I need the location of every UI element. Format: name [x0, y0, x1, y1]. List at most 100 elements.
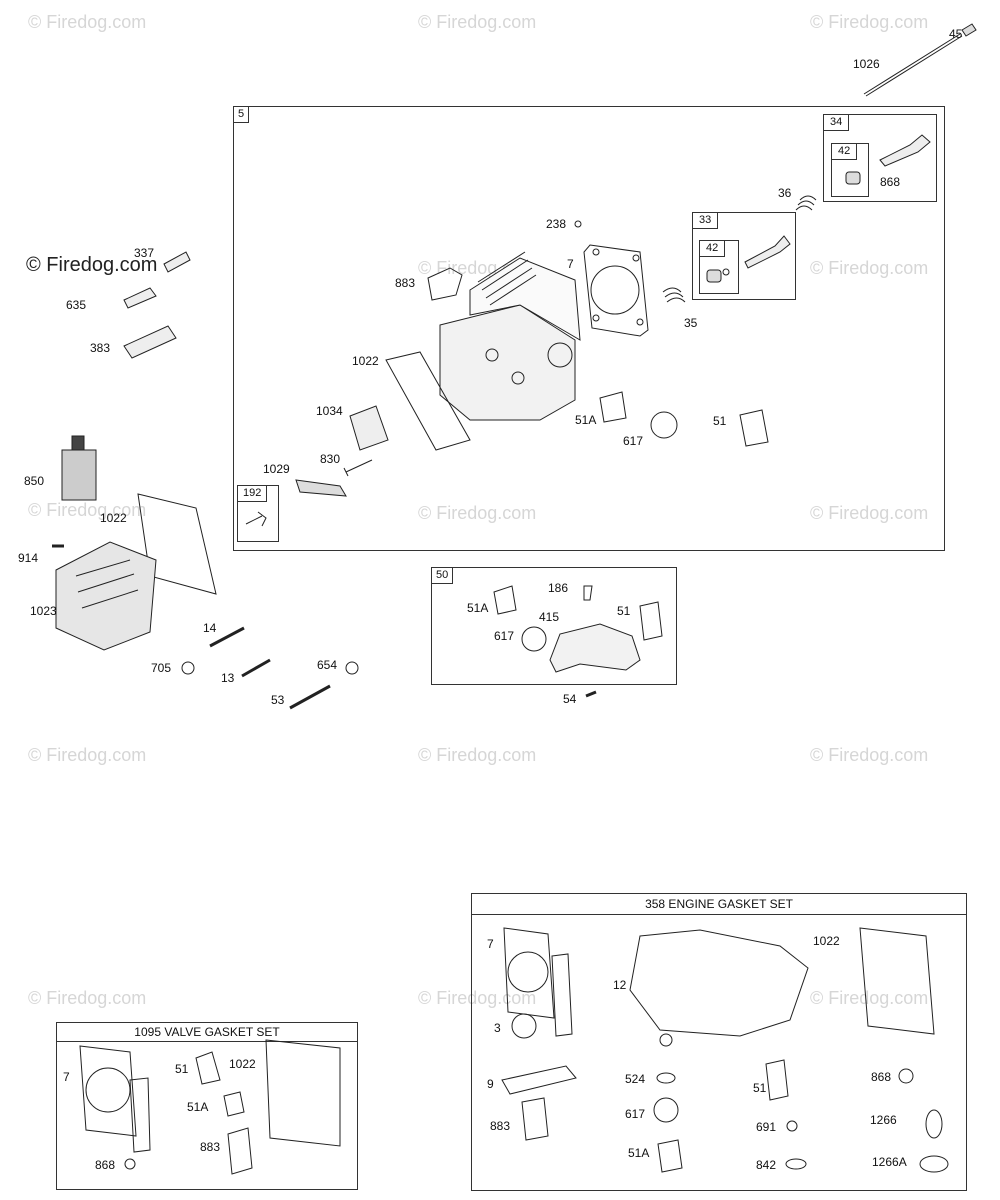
o-ring-icon	[786, 1159, 806, 1169]
part-label[interactable]: 868	[95, 1158, 116, 1172]
nut-kit-tag: 192	[237, 485, 268, 502]
watermark: © Firedog.com	[810, 988, 929, 1008]
watermark: © Firedog.com	[28, 500, 147, 520]
plug-icon	[899, 1069, 913, 1083]
washer-icon	[787, 1121, 797, 1131]
sleeve-icon	[124, 288, 156, 308]
exhaust-valve-assembly-box	[692, 212, 796, 300]
watermark: © Firedog.com	[418, 12, 537, 32]
part-label[interactable]: 1022	[229, 1057, 256, 1071]
o-ring-icon	[654, 1098, 678, 1122]
intake-gasket-icon	[428, 268, 462, 300]
part-label[interactable]: 238	[546, 217, 567, 231]
part-label[interactable]: 1022	[100, 511, 127, 525]
part-label[interactable]: 54	[563, 692, 577, 706]
part-label[interactable]: 337	[134, 246, 155, 260]
part-label[interactable]: 654	[317, 658, 338, 672]
part-label[interactable]: 51	[713, 414, 727, 428]
exhaust-valve-assembly-tag: 33	[692, 212, 719, 229]
part-label[interactable]: 524	[625, 1072, 646, 1086]
valve-spring-icon	[796, 196, 816, 210]
rocker-cover-gasket-icon	[386, 352, 470, 450]
stud-icon	[290, 686, 330, 708]
part-label[interactable]: 7	[567, 257, 574, 271]
part-label[interactable]: 12	[613, 978, 627, 992]
part-label[interactable]: 635	[66, 298, 87, 312]
part-label[interactable]: 868	[871, 1070, 892, 1084]
watermark: © Firedog.com	[810, 503, 929, 523]
exhaust-assembly-tag: 50	[431, 567, 454, 584]
rocker-cover-icon	[56, 542, 156, 650]
watermark: © Firedog.com	[418, 503, 537, 523]
part-label[interactable]: 617	[494, 629, 515, 643]
part-label[interactable]: 51	[753, 1081, 767, 1095]
part-label[interactable]: 51A	[575, 413, 597, 427]
part-label[interactable]: 1266A	[872, 1155, 907, 1169]
part-label[interactable]: 705	[151, 661, 172, 675]
part-label[interactable]: 9	[487, 1077, 494, 1091]
fitting-icon	[584, 586, 592, 600]
intake-gasket-icon	[228, 1128, 252, 1174]
o-ring-icon	[920, 1156, 948, 1172]
part-label[interactable]: 883	[200, 1140, 221, 1154]
exhaust-gasket-icon	[658, 1140, 682, 1172]
intake-valve-assembly-box	[823, 114, 937, 202]
part-label[interactable]: 45	[949, 27, 963, 41]
part-label[interactable]: 51	[617, 604, 631, 618]
rocker-cover-gasket-icon	[138, 494, 216, 594]
nut-icon	[182, 662, 194, 674]
part-label[interactable]: 883	[490, 1119, 511, 1133]
valve-spring-icon	[663, 288, 685, 302]
part-label[interactable]: 691	[756, 1120, 777, 1134]
part-label[interactable]: 7	[63, 1070, 70, 1084]
engine-gasket-set-box: 358 ENGINE GASKET SET	[471, 893, 967, 1191]
cylinder-head-assembly-box	[233, 106, 945, 551]
part-label[interactable]: 1022	[352, 354, 379, 368]
part-label[interactable]: 3	[494, 1021, 501, 1035]
part-label[interactable]: 51	[175, 1062, 189, 1076]
part-label[interactable]: 1029	[263, 462, 290, 476]
part-label[interactable]: 13	[221, 671, 235, 685]
part-label[interactable]: 1266	[870, 1113, 897, 1127]
o-ring-icon	[657, 1073, 675, 1083]
sealant-tube-icon	[62, 436, 96, 500]
part-label[interactable]: 842	[756, 1158, 777, 1172]
part-label[interactable]: 1026	[853, 57, 880, 71]
o-ring-icon	[522, 627, 546, 651]
crankcase-gasket-icon	[630, 930, 808, 1036]
watermark: © Firedog.com	[810, 745, 929, 765]
part-label[interactable]: 1034	[316, 404, 343, 418]
part-label[interactable]: 186	[548, 581, 569, 595]
part-label[interactable]: 415	[539, 610, 560, 624]
part-label[interactable]: 850	[24, 474, 45, 488]
intake-gasket-icon	[740, 410, 768, 446]
intake-retainer-tag: 42	[831, 143, 858, 160]
part-label[interactable]: 617	[623, 434, 644, 448]
part-label[interactable]: 53	[271, 693, 285, 707]
part-label[interactable]: 617	[625, 1107, 646, 1121]
part-label[interactable]: 14	[203, 621, 217, 635]
breather-gasket-icon	[502, 1066, 576, 1094]
part-label[interactable]: 51A	[628, 1146, 650, 1160]
watermark: © Firedog.com	[28, 745, 147, 765]
part-label[interactable]: 383	[90, 341, 111, 355]
part-label[interactable]: 7	[487, 937, 494, 951]
part-label[interactable]: 1023	[30, 604, 57, 618]
push-rod-icon	[864, 24, 976, 96]
part-label[interactable]: 1022	[813, 934, 840, 948]
exhaust-gasket-icon	[600, 392, 626, 422]
valve-gasket-set-box: 1095 VALVE GASKET SET	[56, 1022, 358, 1190]
part-label[interactable]: 883	[395, 276, 416, 290]
part-label[interactable]: 868	[880, 175, 901, 189]
part-label[interactable]: 36	[778, 186, 792, 200]
part-label[interactable]: 51A	[467, 601, 489, 615]
intake-valve-icon	[846, 135, 930, 184]
bolt-icon	[586, 692, 596, 696]
head-gasket-icon	[584, 245, 648, 336]
part-label[interactable]: 35	[684, 316, 698, 330]
intake-valve-assembly-tag: 34	[823, 114, 850, 131]
part-label[interactable]: 830	[320, 452, 341, 466]
part-label[interactable]: 51A	[187, 1100, 209, 1114]
part-label[interactable]: 914	[18, 551, 39, 565]
